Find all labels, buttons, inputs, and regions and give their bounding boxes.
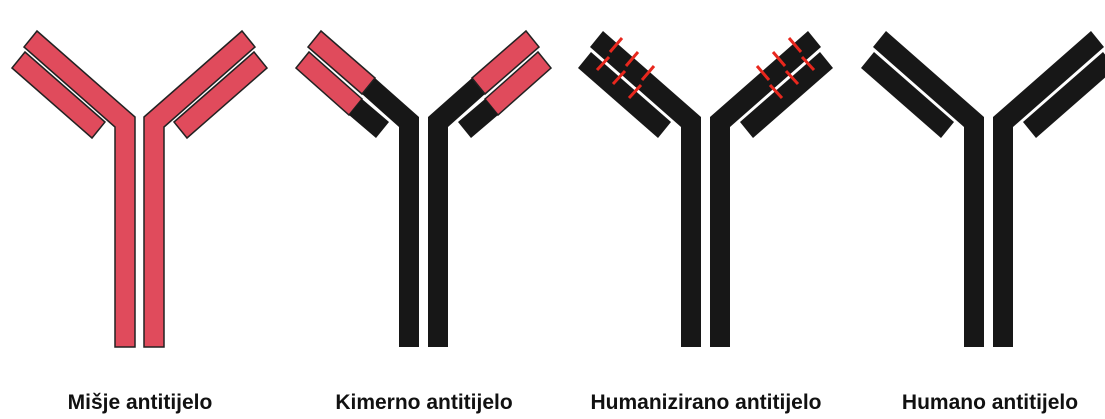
- antibody-diagram: [0, 0, 1105, 360]
- chimeric-antibody: [296, 31, 551, 347]
- label-humanized-antibody: Humanizirano antitijelo: [590, 392, 821, 413]
- mouse-antibody: [12, 31, 267, 347]
- human-antibody: [861, 31, 1105, 347]
- label-human-antibody: Humano antitijelo: [902, 392, 1078, 413]
- label-mouse-antibody: Mišje antitijelo: [68, 392, 213, 413]
- label-chimeric-antibody: Kimerno antitijelo: [335, 392, 512, 413]
- humanized-antibody: [578, 31, 833, 347]
